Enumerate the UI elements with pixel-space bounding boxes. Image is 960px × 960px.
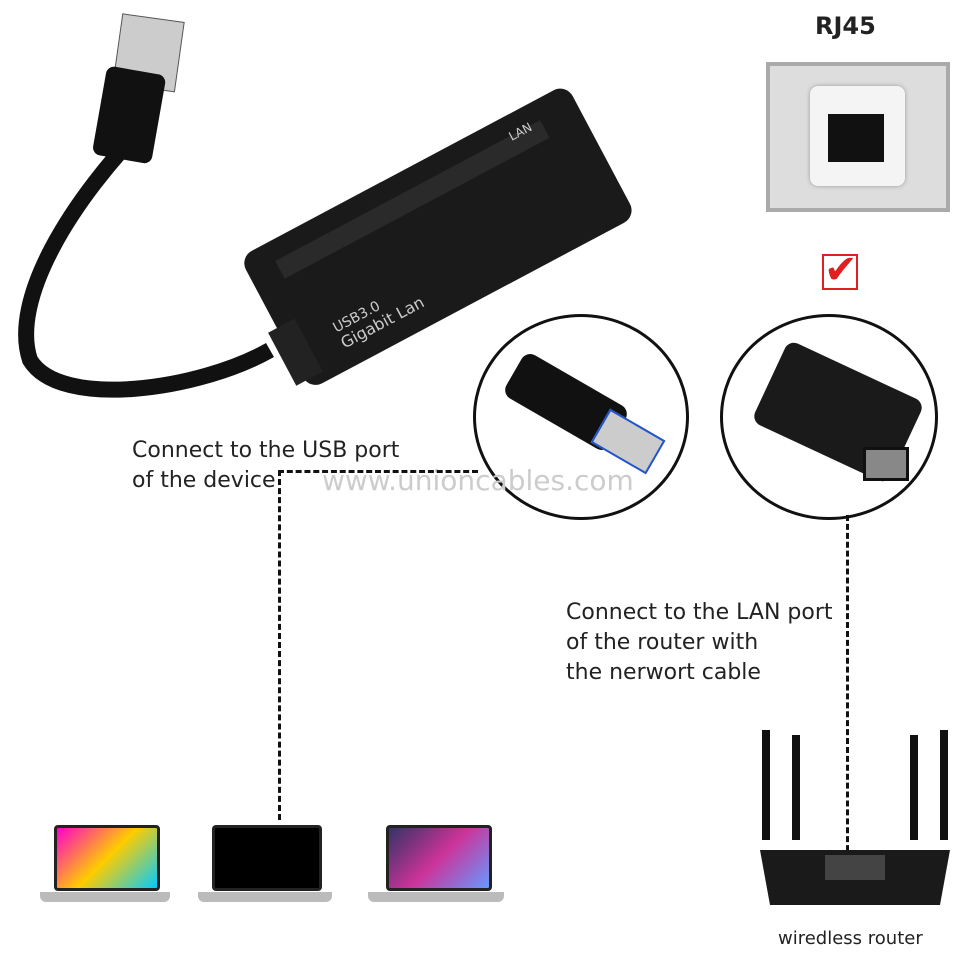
usb-instruction-line2: of the device <box>132 468 276 493</box>
watermark: www.unioncables.com <box>322 464 634 497</box>
rj45-title: RJ45 <box>815 12 876 40</box>
rj45-port-icon <box>828 114 884 162</box>
router-caption: wiredless router <box>778 928 923 949</box>
lan-connector-line <box>846 515 849 860</box>
usb-instruction-line1: Connect to the USB port <box>132 438 400 463</box>
lan-instruction-line2: of the router with <box>566 630 759 655</box>
usb-ethernet-adapter-image: Gigabit Lan USB3.0 LAN <box>18 13 632 398</box>
usb-connector-line-vertical <box>278 470 281 820</box>
usb-connector-line <box>278 470 478 473</box>
lan-instruction-line1: Connect to the LAN port <box>566 600 833 625</box>
rj45-adapter-closeup <box>720 314 938 520</box>
lan-instruction-line3: the nerwort cable <box>566 660 761 685</box>
check-icon: ✔ <box>822 247 858 293</box>
usb-plug-closeup <box>473 314 689 520</box>
router-image <box>760 730 950 905</box>
rj45-port-image <box>766 62 950 212</box>
